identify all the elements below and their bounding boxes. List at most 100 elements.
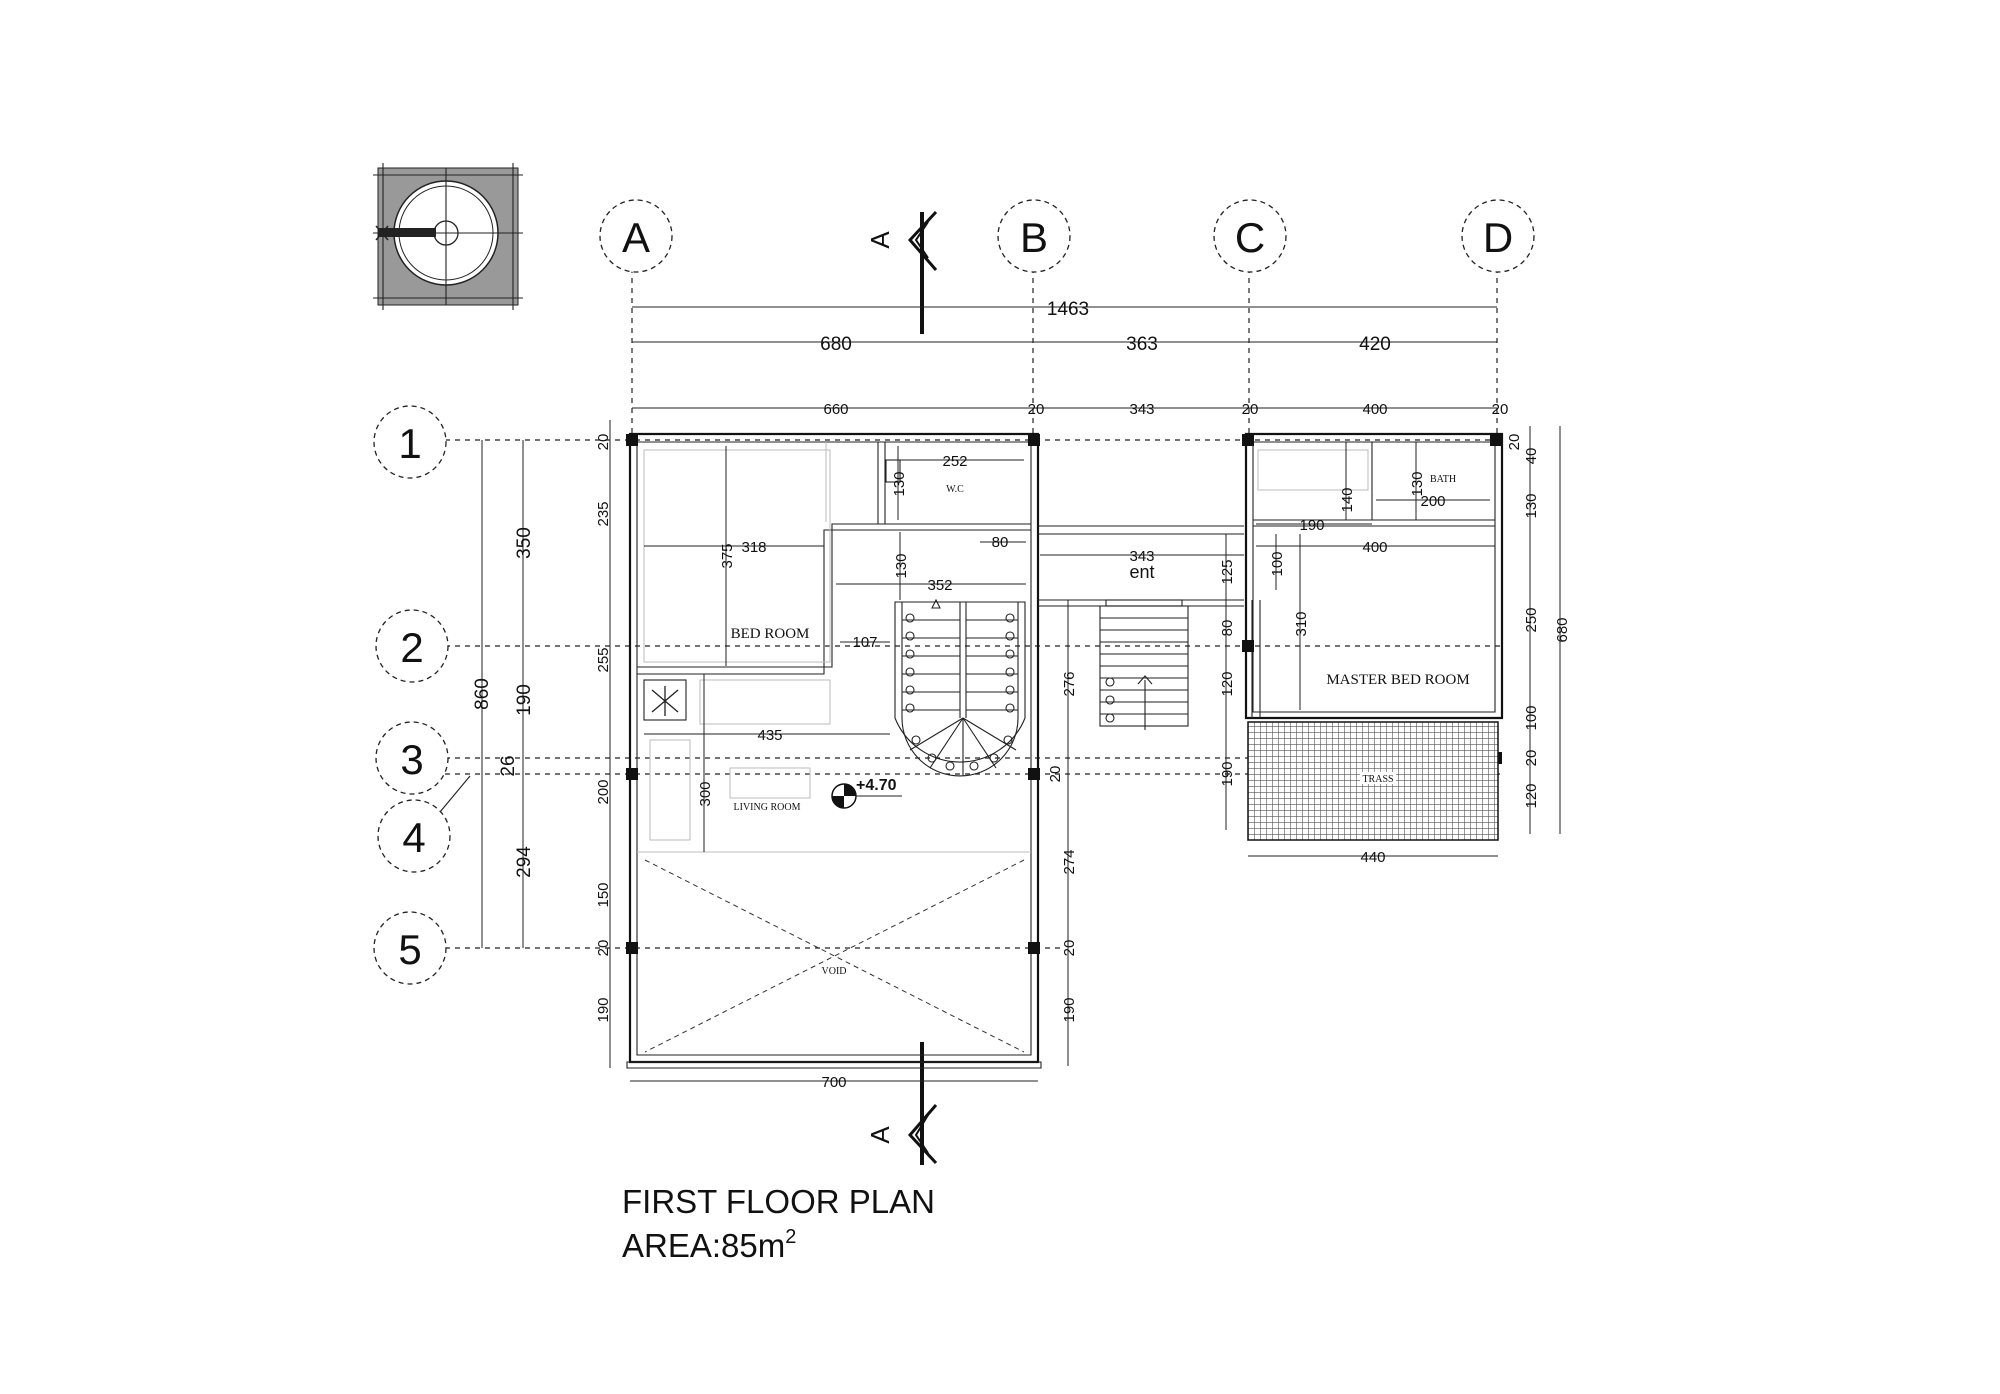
level-value: +4.70 bbox=[856, 777, 897, 794]
grid-bubble-a: A bbox=[599, 199, 673, 273]
grid-bubble-c: C bbox=[1213, 199, 1287, 273]
dim-left-294: 294 bbox=[514, 846, 535, 878]
section-label-top: A bbox=[865, 231, 895, 249]
dim-m-140: 140 bbox=[1339, 487, 1356, 512]
dim-bed-318: 318 bbox=[741, 539, 766, 556]
room-label-living-room: LIVING ROOM bbox=[734, 802, 801, 813]
dim-m-400: 400 bbox=[1362, 539, 1387, 556]
dim-m-190: 190 bbox=[1299, 517, 1324, 534]
dim-inner-ab: 660 bbox=[823, 401, 848, 418]
dim-col-a-150: 150 bbox=[595, 882, 612, 907]
level-marker: +4.70 bbox=[831, 777, 902, 809]
dim-wall-b: 20 bbox=[1028, 401, 1045, 418]
dim-c-190: 190 bbox=[1219, 761, 1236, 786]
grid-label-d: D bbox=[1483, 214, 1513, 261]
dim-m-130: 130 bbox=[1409, 471, 1426, 496]
section-marker-bottom: A bbox=[865, 1042, 938, 1165]
north-arrow-icon bbox=[373, 163, 523, 310]
grid-label-2: 2 bbox=[400, 624, 423, 671]
dim-left-350: 350 bbox=[514, 527, 535, 559]
room-label-ent: ent bbox=[1129, 562, 1154, 582]
dim-col-a-200: 200 bbox=[595, 779, 612, 804]
void-area bbox=[644, 859, 1025, 1053]
dim-r-130: 130 bbox=[1523, 493, 1540, 518]
dim-door-80: 80 bbox=[992, 534, 1009, 551]
structural-columns bbox=[626, 434, 1502, 954]
dim-bay-cd: 420 bbox=[1359, 334, 1391, 355]
dim-stair-130: 130 bbox=[893, 553, 910, 578]
dim-b-20: 20 bbox=[1047, 766, 1064, 783]
section-marker-top: A bbox=[865, 210, 938, 334]
dim-hall-352: 352 bbox=[927, 577, 952, 594]
dim-wall-d: 20 bbox=[1492, 401, 1509, 418]
area-value: AREA:85m bbox=[622, 1227, 785, 1264]
room-label-void: VOID bbox=[822, 966, 847, 977]
grid-bubble-1: 1 bbox=[373, 405, 447, 479]
dim-inner-bc: 343 bbox=[1129, 401, 1154, 418]
area-superscript: 2 bbox=[785, 1226, 796, 1248]
grid-lines bbox=[445, 268, 1505, 949]
dim-inner-cd: 400 bbox=[1362, 401, 1387, 418]
dim-wall-c: 20 bbox=[1242, 401, 1259, 418]
dim-left-overall: 860 bbox=[472, 678, 493, 710]
grid-label-4: 4 bbox=[402, 814, 425, 861]
grid-bubble-d: D bbox=[1461, 199, 1535, 273]
dim-left-190: 190 bbox=[514, 684, 535, 716]
dim-r-250: 250 bbox=[1523, 607, 1540, 632]
walls bbox=[626, 432, 1504, 1069]
dim-terrace-440: 440 bbox=[1360, 849, 1385, 866]
dim-r-20: 20 bbox=[1506, 434, 1523, 451]
title-block: FIRST FLOOR PLAN AREA:85m2 bbox=[622, 1183, 935, 1264]
grid-label-c: C bbox=[1235, 214, 1265, 261]
dim-living-435: 435 bbox=[757, 727, 782, 744]
room-label-bed-room: BED ROOM bbox=[731, 626, 810, 642]
dim-wc-130: 130 bbox=[891, 471, 908, 496]
grid-label-3: 3 bbox=[400, 736, 423, 783]
room-label-master-bed-room: MASTER BED ROOM bbox=[1326, 672, 1469, 688]
dim-wc-252: 252 bbox=[942, 453, 967, 470]
dim-col-a-235: 235 bbox=[595, 501, 612, 526]
left-dimensions: 860 350 190 26 294 20 235 255 200 150 20… bbox=[472, 420, 612, 1068]
spiral-staircase bbox=[894, 598, 1026, 777]
grid-label-1: 1 bbox=[398, 420, 421, 467]
furniture bbox=[643, 449, 1369, 841]
grid-bubble-5: 5 bbox=[373, 911, 447, 985]
dim-overall-width: 1463 bbox=[1047, 299, 1089, 320]
row-grid-bubbles: 1 2 3 4 5 bbox=[373, 405, 471, 985]
dim-m-310: 310 bbox=[1293, 611, 1310, 636]
dim-col-a-190: 190 bbox=[595, 997, 612, 1022]
room-label-wc: W.C bbox=[946, 484, 964, 495]
dim-col-a-top20: 20 bbox=[595, 434, 612, 451]
grid-label-5: 5 bbox=[398, 926, 421, 973]
top-dimensions: 1463 680 363 420 660 20 343 20 400 20 bbox=[632, 299, 1508, 418]
dim-hall-107: 107 bbox=[852, 634, 877, 651]
room-label-bath: BATH bbox=[1430, 474, 1456, 485]
terrace-hatch: TRASS bbox=[1247, 721, 1499, 841]
plan-title: FIRST FLOOR PLAN bbox=[622, 1183, 935, 1220]
dim-r-120: 120 bbox=[1523, 783, 1540, 808]
dim-r-20b: 20 bbox=[1523, 750, 1540, 767]
dim-c-125: 125 bbox=[1219, 559, 1236, 584]
dim-b-276: 276 bbox=[1061, 671, 1078, 696]
section-label-bottom: A bbox=[865, 1126, 895, 1144]
dim-living-300: 300 bbox=[697, 781, 714, 806]
interior-dimensions: 252 130 318 375 80 130 352 107 435 300 3… bbox=[630, 426, 1571, 1091]
grid-bubble-3: 3 bbox=[375, 721, 449, 795]
column-grid-bubbles: A B C D bbox=[599, 199, 1535, 273]
dim-ent-343: 343 bbox=[1129, 548, 1154, 565]
dim-b-274: 274 bbox=[1061, 849, 1078, 874]
dim-col-a-255: 255 bbox=[595, 647, 612, 672]
dim-m-100: 100 bbox=[1269, 551, 1286, 576]
dim-c-80: 80 bbox=[1219, 620, 1236, 637]
grid-bubble-2: 2 bbox=[375, 609, 449, 683]
room-label-trass: TRASS bbox=[1362, 774, 1393, 785]
dim-r-40: 40 bbox=[1523, 448, 1540, 465]
dim-b-20b: 20 bbox=[1061, 940, 1078, 957]
area-label: AREA:85m2 bbox=[622, 1226, 796, 1264]
grid-label-a: A bbox=[622, 214, 650, 261]
dim-c-120: 120 bbox=[1219, 671, 1236, 696]
dim-col-a-20: 20 bbox=[595, 940, 612, 957]
room-labels: BED ROOM W.C BATH MASTER BED ROOM LIVING… bbox=[731, 474, 1470, 977]
grid-label-b: B bbox=[1020, 214, 1048, 261]
